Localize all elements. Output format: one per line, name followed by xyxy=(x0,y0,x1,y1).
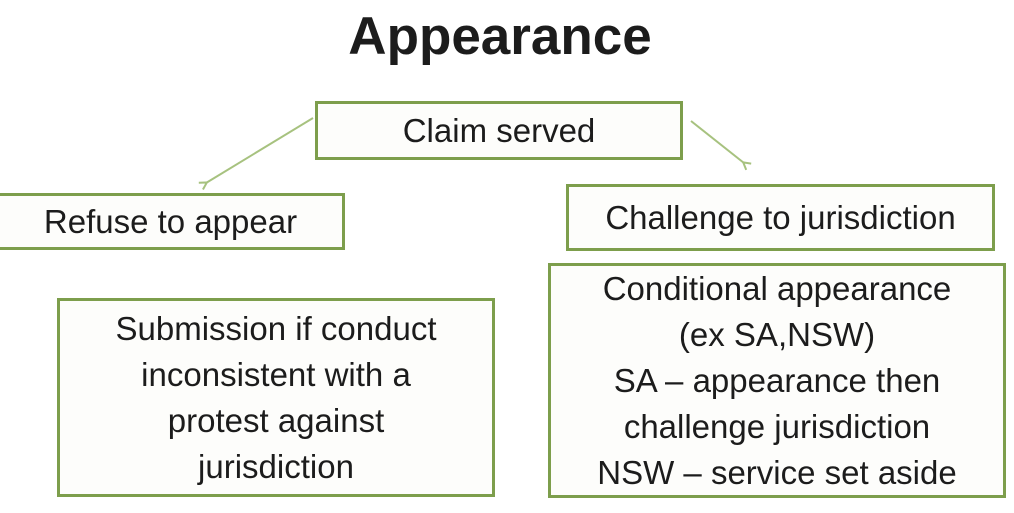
node-conditional-appearance-label: Conditional appearance (ex SA,NSW) SA – … xyxy=(597,269,957,491)
node-submission-if-conduct: Submission if conduct inconsistent with … xyxy=(57,298,495,497)
node-refuse-to-appear: Refuse to appear xyxy=(0,193,345,250)
branch-arrow-left-icon xyxy=(206,117,314,183)
node-refuse-to-appear-label: Refuse to appear xyxy=(43,202,298,240)
diagram-title: Appearance xyxy=(348,7,652,66)
node-claim-served-label: Claim served xyxy=(402,111,596,149)
node-challenge-to-jurisdiction: Challenge to jurisdiction xyxy=(566,184,995,251)
node-challenge-to-jurisdiction-label: Challenge to jurisdiction xyxy=(605,198,956,236)
branch-arrow-right-icon xyxy=(690,120,744,163)
node-conditional-appearance: Conditional appearance (ex SA,NSW) SA – … xyxy=(548,263,1006,498)
node-claim-served: Claim served xyxy=(315,101,683,160)
node-submission-if-conduct-label: Submission if conduct inconsistent with … xyxy=(115,309,437,485)
